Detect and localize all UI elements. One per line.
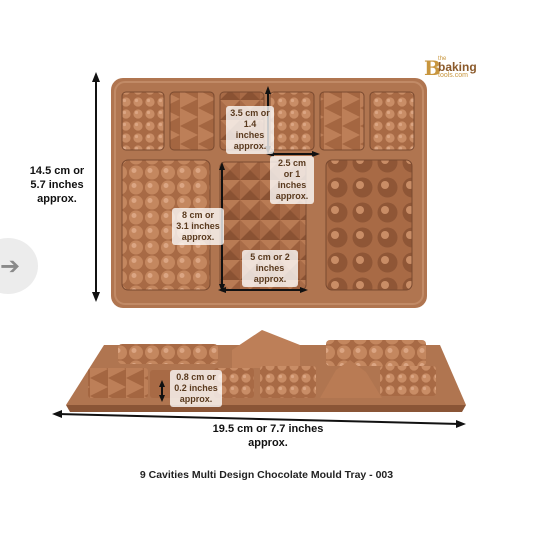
brand-line2: baking bbox=[438, 60, 477, 74]
side-cavity-1 bbox=[118, 344, 218, 364]
cavity-dots-1 bbox=[121, 91, 165, 151]
cavity-pattern-5 bbox=[319, 91, 365, 151]
brand-line3: tools.com bbox=[438, 72, 468, 79]
arrow-right-icon: ➔ bbox=[0, 252, 21, 280]
side-cavity-4 bbox=[88, 368, 148, 398]
cavity-dots-4 bbox=[269, 91, 315, 151]
depth-label: 0.8 cm or 0.2 inches approx. bbox=[170, 370, 222, 407]
brand-line1: the bbox=[438, 56, 447, 62]
side-cavity-7 bbox=[260, 366, 316, 398]
side-cavity-3 bbox=[326, 340, 426, 366]
brand-mark-icon: B bbox=[424, 56, 441, 80]
cavity-bigdots-large bbox=[325, 159, 413, 291]
small-cavity-height-label: 3.5 cm or 1.4 inches approx. bbox=[226, 106, 274, 154]
side-cavity-2 bbox=[232, 330, 300, 368]
cavity-dots-6 bbox=[369, 91, 415, 151]
height-label: 14.5 cm or 5.7 inches approx. bbox=[29, 165, 85, 205]
mould-top-view bbox=[111, 78, 427, 308]
large-cavity-width-label: 5 cm or 2 inches approx. bbox=[242, 250, 298, 287]
large-cavity-height-label: 8 cm or 3.1 inches approx. bbox=[172, 208, 224, 245]
mould-side-view bbox=[66, 330, 466, 412]
product-caption: 9 Cavities Multi Design Chocolate Mould … bbox=[139, 469, 394, 481]
side-cavity-6 bbox=[214, 368, 254, 398]
cavity-pattern-2 bbox=[169, 91, 215, 151]
side-cavity-8 bbox=[320, 360, 382, 398]
small-cavity-width-label: 2.5 cm or 1 inches approx. bbox=[270, 156, 314, 204]
brand-logo: B the baking tools.com bbox=[424, 56, 484, 82]
width-label: 19.5 cm or 7.7 inches approx. bbox=[212, 423, 324, 449]
side-cavity-9 bbox=[380, 366, 436, 396]
